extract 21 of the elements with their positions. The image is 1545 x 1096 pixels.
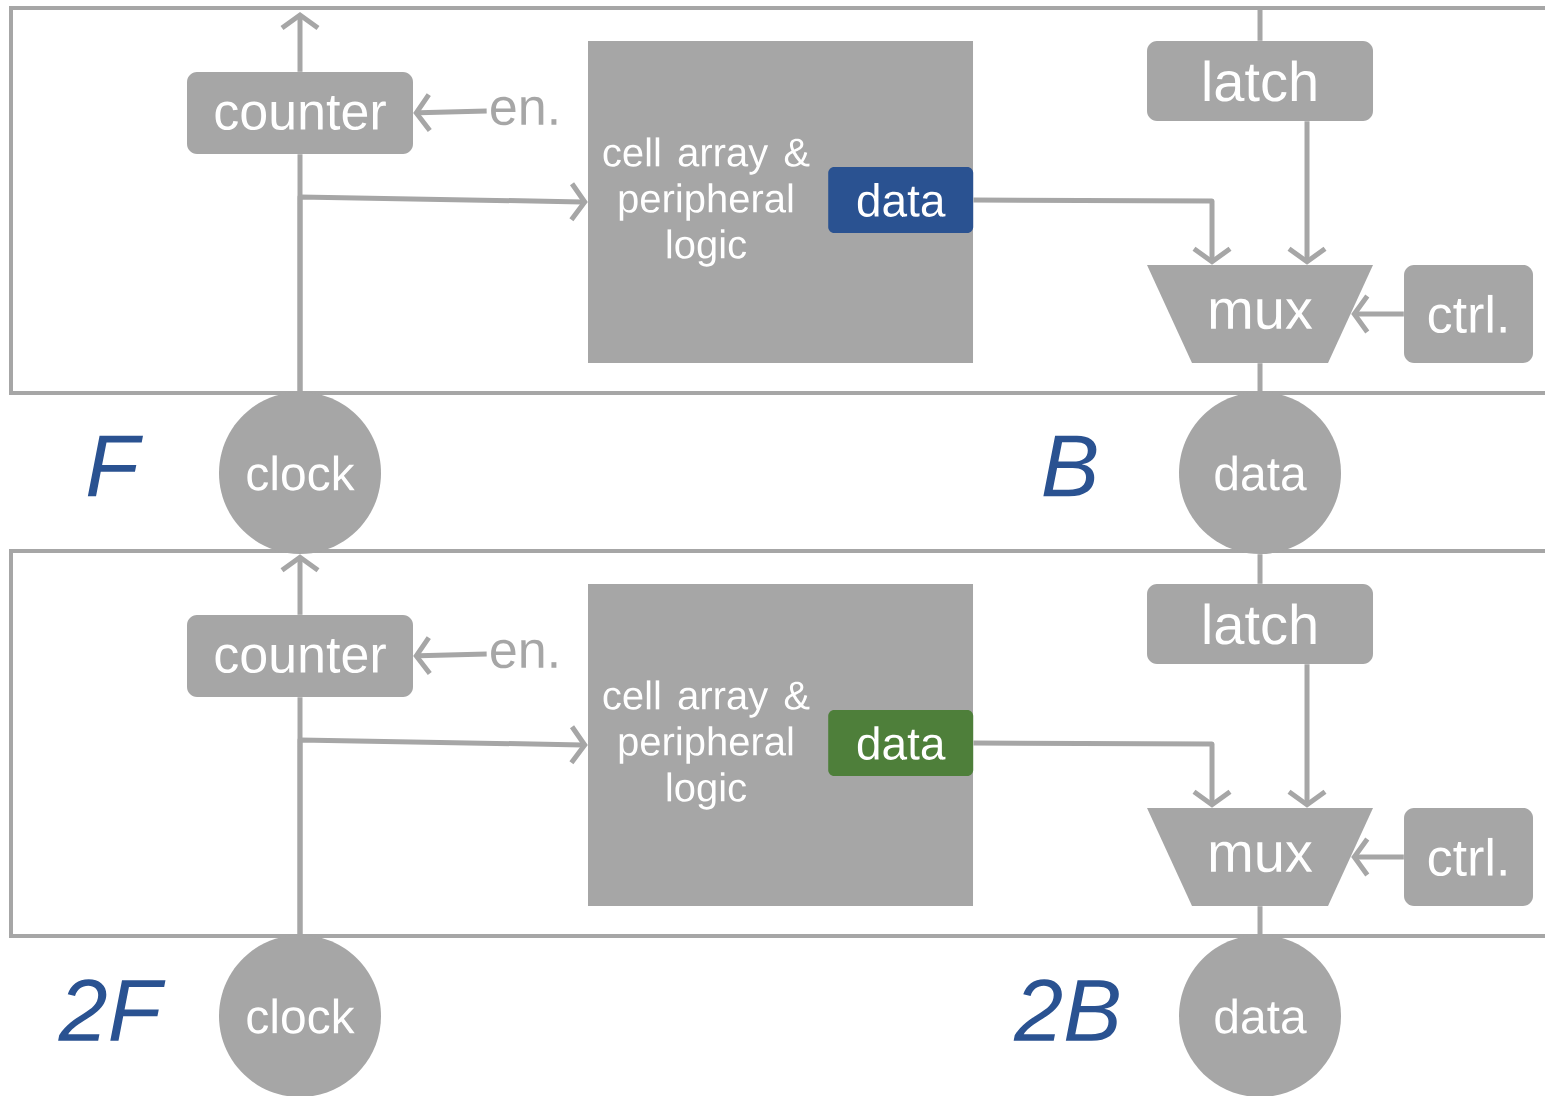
multiplexer: mux bbox=[1147, 265, 1373, 363]
arrow bbox=[297, 725, 588, 935]
arrow bbox=[1287, 121, 1327, 265]
arrow bbox=[973, 197, 1232, 265]
panel-label: F bbox=[87, 435, 143, 497]
counter-box: counter bbox=[187, 72, 413, 154]
control-box: ctrl. bbox=[1404, 265, 1533, 363]
input-label: en. bbox=[491, 639, 557, 669]
counter-box: counter bbox=[187, 615, 413, 697]
multiplexer: mux bbox=[1147, 808, 1373, 906]
latch-box: latch bbox=[1147, 584, 1373, 664]
data-badge: data bbox=[828, 710, 974, 776]
data-badge: data bbox=[828, 167, 974, 233]
arrow bbox=[1287, 664, 1327, 808]
control-box: ctrl. bbox=[1404, 808, 1533, 906]
panel-label: B bbox=[1043, 435, 1097, 497]
arrow bbox=[297, 182, 588, 392]
latch-box: latch bbox=[1147, 41, 1373, 121]
input-label: en. bbox=[491, 96, 557, 126]
arrow bbox=[973, 740, 1232, 808]
panel-label: 2B bbox=[1013, 979, 1119, 1041]
